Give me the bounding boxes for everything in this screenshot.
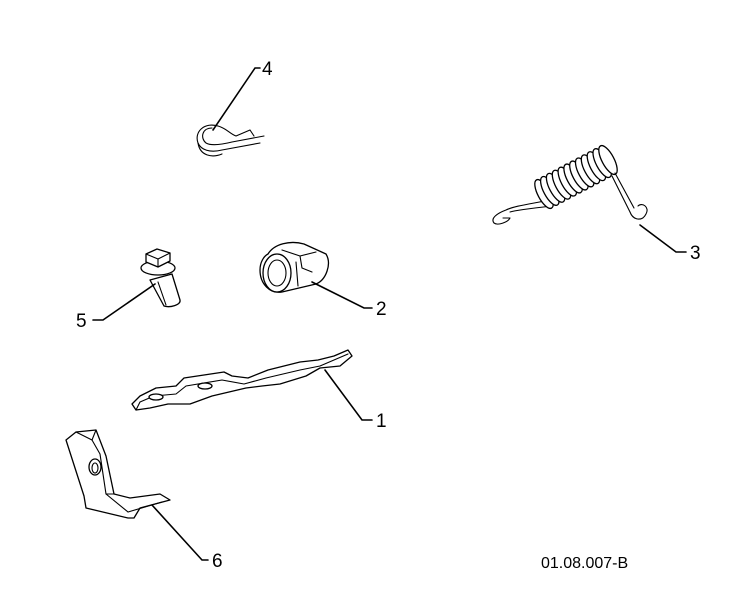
leader-line-2	[311, 281, 373, 309]
callout-3: 3	[690, 243, 701, 264]
part-1-link-bar	[131, 349, 353, 411]
callout-6: 6	[212, 551, 223, 572]
spring-coils	[534, 144, 618, 210]
part-3-extension-spring	[492, 144, 648, 225]
callout-1: 1	[376, 411, 387, 432]
part-6-bracket	[65, 429, 171, 519]
leader-line-4	[212, 67, 261, 131]
leader-line-5	[92, 283, 156, 321]
leader-line-1	[324, 369, 373, 421]
callout-4: 4	[262, 59, 273, 80]
reference-code: 01.08.007-B	[541, 555, 628, 572]
callout-5: 5	[76, 311, 87, 332]
part-2-roller	[259, 241, 330, 293]
leader-line-3	[639, 224, 687, 253]
leader-line-6	[151, 504, 209, 561]
callout-2: 2	[376, 299, 387, 320]
part-5-flange-bolt	[140, 248, 181, 308]
part-4-hairpin-clip	[196, 124, 265, 157]
